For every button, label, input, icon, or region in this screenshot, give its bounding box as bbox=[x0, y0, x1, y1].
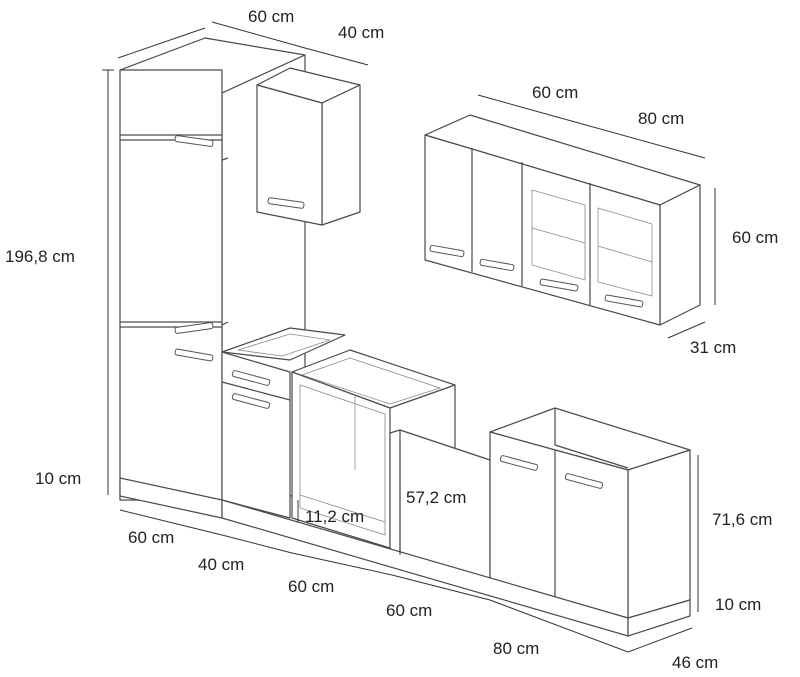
label-tall-width: 60 cm bbox=[248, 7, 294, 26]
sink-handle-left bbox=[499, 455, 539, 471]
upper40-handle bbox=[267, 197, 305, 209]
wall-handle-1 bbox=[429, 244, 465, 258]
tall-low-handle bbox=[174, 348, 214, 362]
label-plinth-right: 10 cm bbox=[715, 595, 761, 614]
label-base-60b: 60 cm bbox=[288, 577, 334, 596]
label-plinth-left: 10 cm bbox=[35, 469, 81, 488]
sink-side bbox=[627, 449, 691, 619]
oven-housing-60 bbox=[291, 349, 456, 549]
label-appliance-height: 57,2 cm bbox=[406, 488, 466, 507]
label-base-60c: 60 cm bbox=[386, 601, 432, 620]
label-wall-height: 60 cm bbox=[732, 228, 778, 247]
label-wall-60: 60 cm bbox=[532, 83, 578, 102]
label-tall-height: 196,8 cm bbox=[5, 247, 75, 266]
drawer40-handle bbox=[231, 370, 271, 386]
door40-handle bbox=[231, 393, 271, 409]
label-base-40: 40 cm bbox=[198, 555, 244, 574]
tall-mid-handle bbox=[174, 322, 214, 334]
glass-door-left bbox=[531, 189, 586, 281]
label-oven-gap: 11,2 cm bbox=[305, 507, 364, 526]
sink-handle-right bbox=[564, 473, 604, 489]
label-wall-depth: 31 cm bbox=[690, 338, 736, 357]
upper-cabinet-40 bbox=[256, 67, 361, 226]
wall-handle-3 bbox=[539, 278, 579, 292]
label-wall-80: 80 cm bbox=[638, 109, 684, 128]
label-base-depth: 46 cm bbox=[672, 653, 718, 672]
upper40-side bbox=[321, 84, 361, 226]
label-base-80: 80 cm bbox=[493, 639, 539, 658]
sink-base-80 bbox=[489, 407, 691, 619]
label-base-60a: 60 cm bbox=[128, 528, 174, 547]
label-upper-40: 40 cm bbox=[338, 23, 384, 42]
glass-door-right bbox=[597, 207, 653, 297]
dimension-labels: 60 cm 40 cm 196,8 cm 10 cm 60 cm 80 cm 6… bbox=[5, 7, 778, 672]
plinth-side bbox=[627, 599, 691, 637]
base-drawer-40 bbox=[221, 327, 346, 519]
wall-units-side bbox=[659, 184, 701, 326]
tall-top-handle bbox=[174, 135, 214, 147]
wall-units-front bbox=[424, 134, 661, 326]
wall-units bbox=[424, 114, 701, 326]
label-base-height: 71,6 cm bbox=[712, 510, 772, 529]
upper40-front bbox=[256, 84, 323, 226]
dimension-lines bbox=[102, 21, 716, 653]
wall-handle-2 bbox=[479, 258, 515, 272]
wall-handle-4 bbox=[604, 294, 644, 308]
drawer40-front bbox=[221, 351, 291, 519]
